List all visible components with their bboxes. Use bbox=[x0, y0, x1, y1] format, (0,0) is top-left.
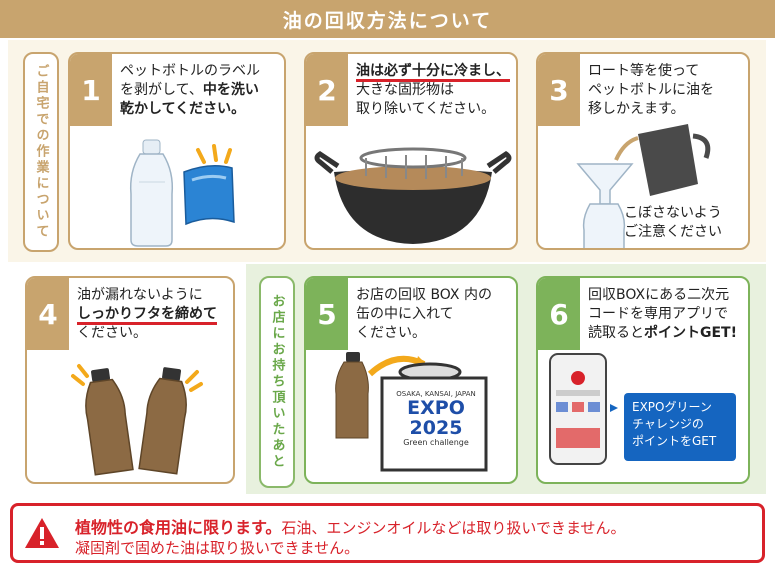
step-3-note: こぼさないよう bbox=[624, 205, 722, 221]
warning-emphasis: 植物性の食用油に限ります。 bbox=[75, 518, 282, 537]
collection-box-illustration bbox=[335, 352, 488, 472]
step-3-number: 3 bbox=[538, 54, 580, 126]
step-4-card: 4 油が漏れないように しっかりフタを締めて ください。 bbox=[25, 276, 235, 484]
step-1-number: 1 bbox=[70, 54, 112, 126]
step-4-number: 4 bbox=[27, 278, 69, 350]
step-4-emphasis: しっかりフタを締めて bbox=[77, 306, 217, 325]
home-section-label: ご自宅での作業について bbox=[23, 52, 59, 252]
funnel-pouring-illustration bbox=[576, 124, 711, 248]
bottle-label-illustration bbox=[129, 139, 235, 247]
step-6-number: 6 bbox=[538, 278, 580, 350]
step-1-text: ペットボトルのラベル bbox=[120, 63, 260, 79]
warning-line-2: 凝固剤で固めた油は取り扱いできません。 bbox=[75, 539, 360, 557]
step-1-card: 1 ペットボトルのラベル を剥がして、中を洗い 乾かしてください。 bbox=[68, 52, 286, 250]
step-6-card: 6 回収BOXにある二次元 コードを専用アプリで 読取るとポイントGET! EX… bbox=[536, 276, 750, 484]
points-info-box: EXPOグリーン チャレンジの ポイントをGET bbox=[624, 393, 736, 461]
smartphone-app-illustration bbox=[549, 353, 618, 465]
step-2-number: 2 bbox=[306, 54, 348, 126]
page-title: 油の回収方法について bbox=[0, 0, 775, 38]
step-5-text: お店の回収 BOX 内の bbox=[356, 287, 492, 303]
step-2-emphasis: 油は必ず十分に冷まし、 bbox=[356, 63, 510, 82]
warning-icon bbox=[25, 518, 59, 548]
step-5-card: 5 お店の回収 BOX 内の 缶の中に入れて ください。 OSAKA, KANS… bbox=[304, 276, 518, 484]
expo-logo: OSAKA, KANSAI, JAPAN EXPO 2025 Green cha… bbox=[396, 390, 476, 447]
step-3-text: ロート等を使って bbox=[588, 63, 700, 79]
wok-illustration bbox=[314, 147, 512, 244]
step-5-number: 5 bbox=[306, 278, 348, 350]
step-3-card: 3 ロート等を使って ペットボトルに油を 移しかえます。 こぼさないよう ご注意… bbox=[536, 52, 750, 250]
warning-banner: 植物性の食用油に限ります。石油、エンジンオイルなどは取り扱いできません。 凝固剤… bbox=[10, 503, 765, 563]
sealed-bottles-illustration bbox=[71, 364, 203, 476]
step-2-card: 2 油は必ず十分に冷まし、 大きな固形物は 取り除いてください。 bbox=[304, 52, 518, 250]
step-6-text: 回収BOXにある二次元 bbox=[588, 287, 730, 303]
shop-section-label: お店にお持ち頂いたあと bbox=[259, 276, 295, 488]
